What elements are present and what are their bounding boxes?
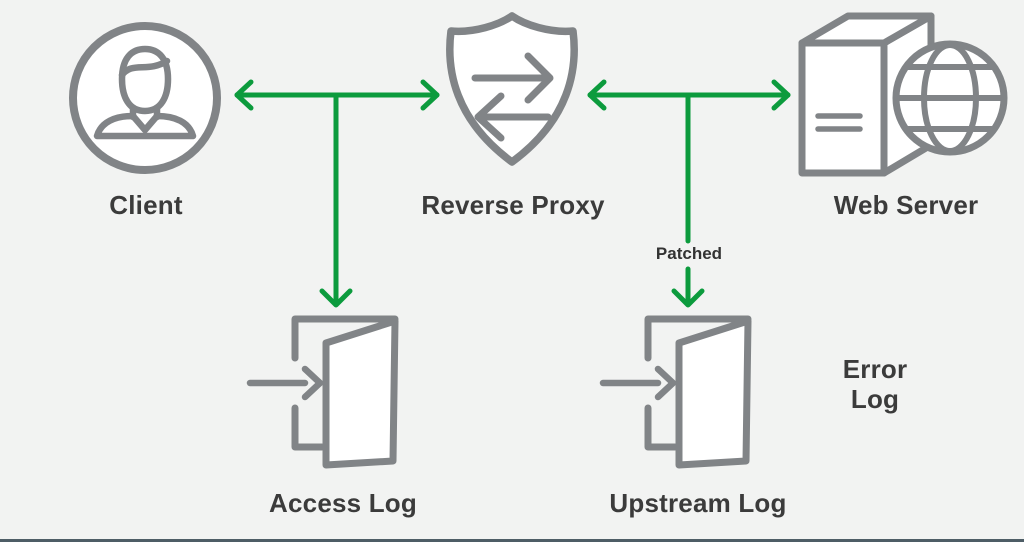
web-server-icon: [798, 12, 1008, 177]
reverse-proxy-shield-icon: [446, 12, 578, 166]
error-log-label: Error Log: [842, 354, 908, 414]
footer-bar: [0, 539, 1024, 542]
reverse-proxy-label: Reverse Proxy: [421, 190, 605, 220]
web-server-label: Web Server: [833, 190, 979, 220]
client-label: Client: [109, 190, 183, 220]
access-log-label: Access Log: [269, 488, 417, 518]
client-icon: [69, 22, 221, 174]
arrowhead-right-icon: [420, 79, 440, 111]
arrowhead-down-icon: [671, 288, 705, 308]
patched-edge-label: Patched: [655, 244, 723, 263]
access-log-door-icon: [246, 315, 399, 469]
arrowhead-left-icon: [234, 79, 254, 111]
arrowhead-left-icon: [587, 79, 607, 111]
upstream-log-label: Upstream Log: [609, 488, 787, 518]
arrowhead-right-icon: [771, 79, 791, 111]
upstream-log-door-icon: [599, 315, 752, 469]
arrowhead-down-icon: [319, 288, 353, 308]
